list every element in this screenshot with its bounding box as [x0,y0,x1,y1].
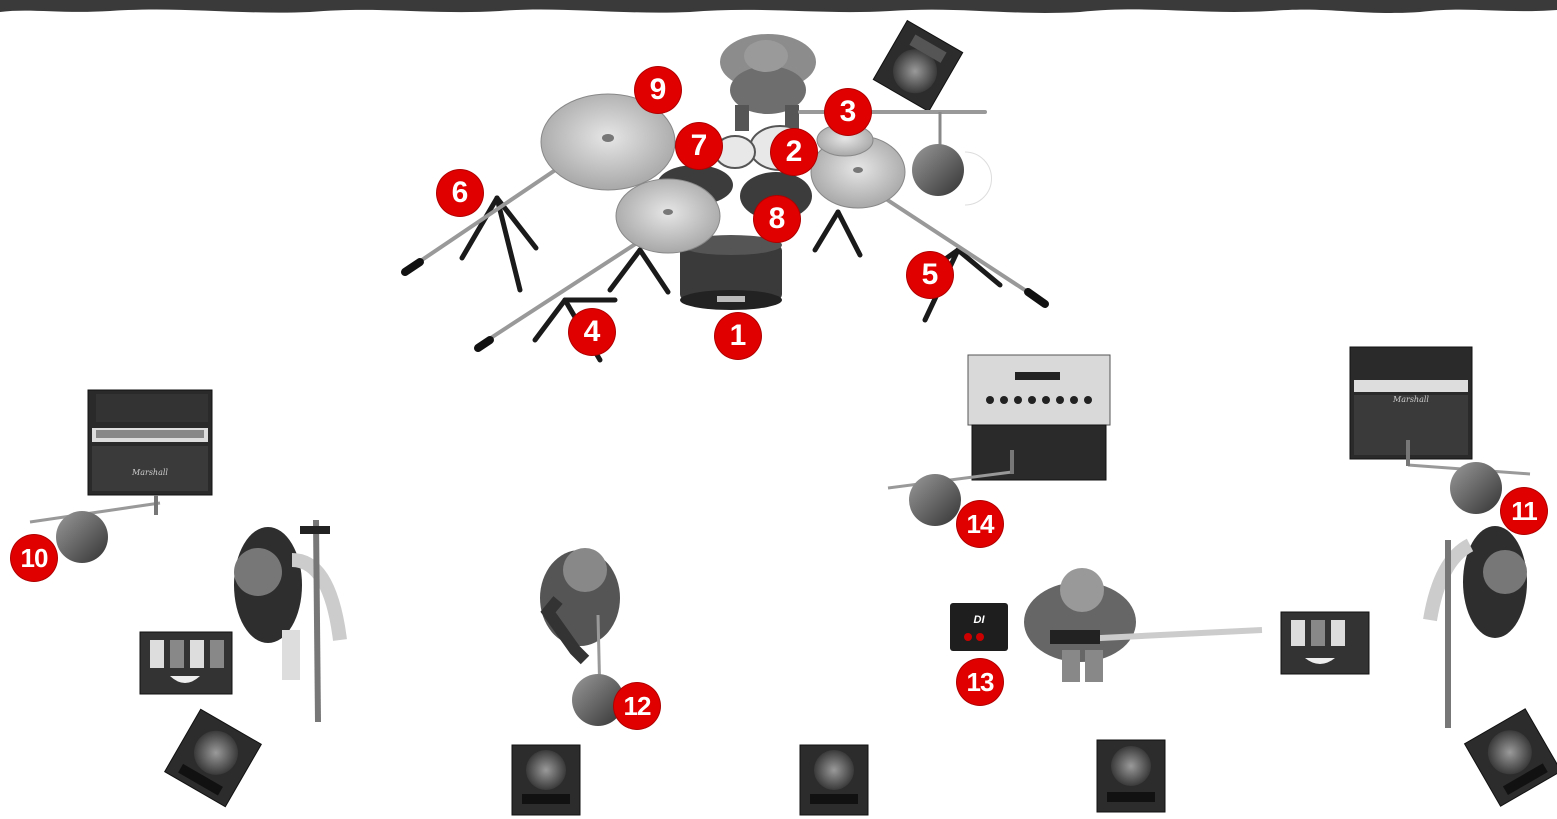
channel-marker-13: 13 [957,659,1003,705]
guitarist-left [234,519,347,723]
channel-marker-14: 14 [957,501,1003,547]
pedalboard-right [1280,611,1370,675]
channel-marker-6: 6 [437,170,483,216]
di-box: DI [950,603,1008,651]
amp-right: Marshall [1349,346,1473,460]
mic-amp-right [1406,440,1531,514]
drum-monitor [872,19,964,113]
di-label: DI [974,614,986,626]
pedalboard-left [139,631,233,695]
channel-marker-12: 12 [614,683,660,729]
mic-amp-left [29,495,161,563]
drum-kit [401,19,1049,363]
vocalist [540,548,624,726]
channel-marker-11: 11 [1501,488,1547,534]
channel-marker-7: 7 [676,123,722,169]
bass-amp [967,354,1111,481]
channel-marker-9: 9 [635,67,681,113]
cymbals [540,93,906,254]
monitor-center-1 [511,744,581,816]
amp-left-logo: Marshall [131,468,168,477]
channel-marker-10: 10 [11,535,57,581]
monitor-center-3 [1096,739,1166,813]
amp-right-logo: Marshall [1392,395,1429,404]
monitor-center-2 [799,744,869,816]
monitor-right [1463,708,1557,807]
amp-left: Marshall [87,389,213,496]
channel-marker-8: 8 [754,196,800,242]
monitor-left [164,708,262,808]
overhead-mic [912,112,992,206]
bassist [1024,568,1263,682]
channel-marker-4: 4 [569,309,615,355]
torn-edge [0,0,1557,13]
channel-marker-2: 2 [771,129,817,175]
channel-marker-5: 5 [907,252,953,298]
guitarist-right [1423,526,1527,728]
mic-bass-amp [887,450,1014,526]
channel-marker-3: 3 [825,89,871,135]
channel-marker-1: 1 [715,313,761,359]
drummer [720,34,816,131]
